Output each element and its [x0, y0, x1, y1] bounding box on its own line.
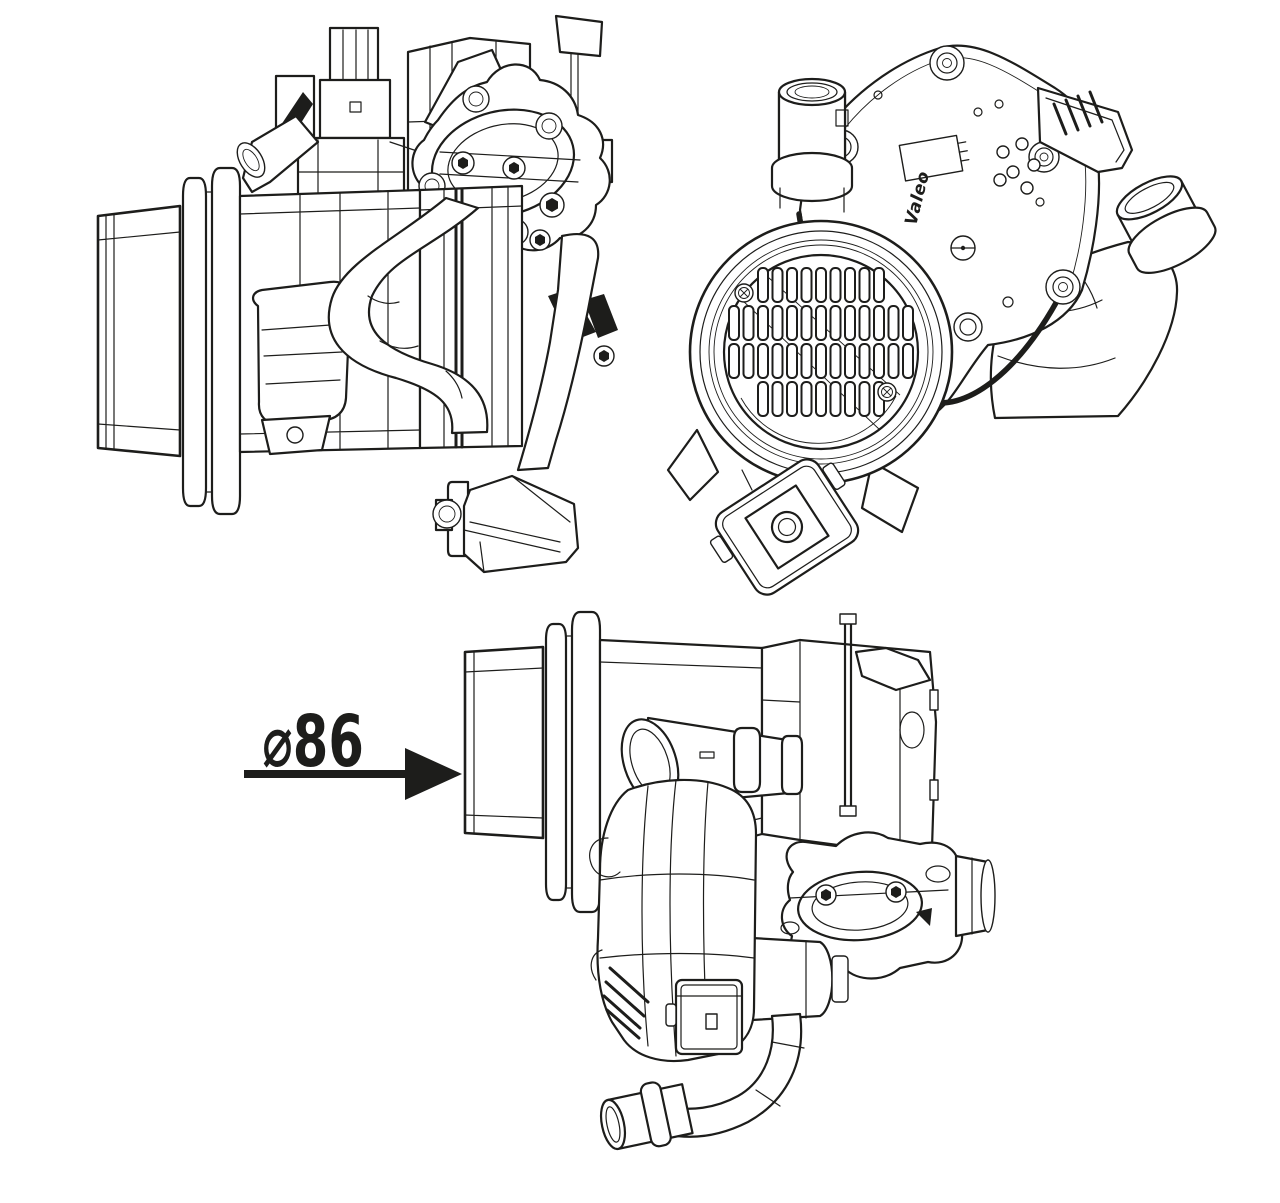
grille-slot [800, 381, 813, 417]
grille-slot [844, 381, 856, 417]
front-view: Valeo [666, 44, 1217, 596]
grille-slots [728, 267, 914, 417]
flange-hex-bolts [451, 151, 565, 251]
grille-slot [742, 343, 755, 379]
label-box [898, 134, 970, 182]
mounting-bracket [432, 232, 600, 574]
grille-slot [887, 305, 900, 341]
hose-cuff [1115, 175, 1217, 274]
bottom-connector [665, 978, 744, 1056]
flange-ring-2 [210, 166, 242, 516]
grille-slot [786, 267, 798, 303]
grille-slot [815, 267, 827, 303]
grille-slot [757, 381, 769, 417]
grille-slot [728, 343, 740, 379]
bottom-hose [599, 1012, 805, 1151]
grille-slot [800, 267, 813, 303]
grille-slot [858, 381, 871, 417]
dimension-arrow [244, 748, 462, 800]
grille-slot [757, 267, 769, 303]
grille-slot [757, 305, 769, 341]
rear-bracket [760, 613, 946, 940]
hose-end-cuff [599, 1081, 694, 1151]
top-pipe [770, 77, 854, 213]
grille-slot [771, 343, 784, 379]
electrical-connector [1036, 86, 1134, 174]
flange-ring-1 [181, 176, 208, 508]
grille-slot [902, 305, 914, 341]
grille-slot [786, 343, 798, 379]
grille-slot [887, 343, 900, 379]
grille-slot [815, 343, 827, 379]
diameter-label: ⌀86 [262, 701, 364, 784]
cooler-face [688, 219, 954, 485]
side-view [96, 14, 618, 574]
sensor-cap [554, 14, 604, 58]
foot-plate [462, 474, 580, 574]
front-foot-bracket [709, 458, 860, 596]
bottom-view [463, 610, 996, 1151]
grille-slot [858, 267, 871, 303]
grille-slot [844, 305, 856, 341]
arrowhead [405, 748, 462, 800]
front-actuator [252, 280, 352, 456]
grille-slot [742, 305, 755, 341]
s-hose [327, 196, 489, 435]
grille-slot [844, 343, 856, 379]
grille-slot [815, 305, 827, 341]
grille-slot [829, 381, 842, 417]
grille-slot [873, 267, 885, 303]
grille-slot [728, 305, 740, 341]
grille-slot [829, 267, 842, 303]
face-screws [734, 283, 897, 402]
grille-slot [786, 305, 798, 341]
grille-slot [800, 343, 813, 379]
grille-slot [815, 381, 827, 417]
grille-slot [858, 305, 871, 341]
grille-slot [771, 267, 784, 303]
motor-cylinder [750, 936, 849, 1022]
grille-slot [771, 305, 784, 341]
grille-slot [902, 343, 914, 379]
connector-block [318, 78, 392, 140]
grille-slot [844, 267, 856, 303]
grille-slot [757, 343, 769, 379]
bottom-flange [780, 831, 996, 980]
grille-slot [829, 343, 842, 379]
collar-wedges [666, 428, 920, 534]
diameter-dimension: ⌀86 [244, 701, 462, 800]
grille-slot [858, 343, 871, 379]
grille-slot [873, 343, 885, 379]
grille-slot [800, 305, 813, 341]
grille-slot [771, 381, 784, 417]
grille-slot [829, 305, 842, 341]
grille-slot [786, 381, 798, 417]
grille-slot [873, 305, 885, 341]
bottom-actuator [589, 778, 758, 1063]
inlet-stub-pipe [236, 114, 320, 194]
